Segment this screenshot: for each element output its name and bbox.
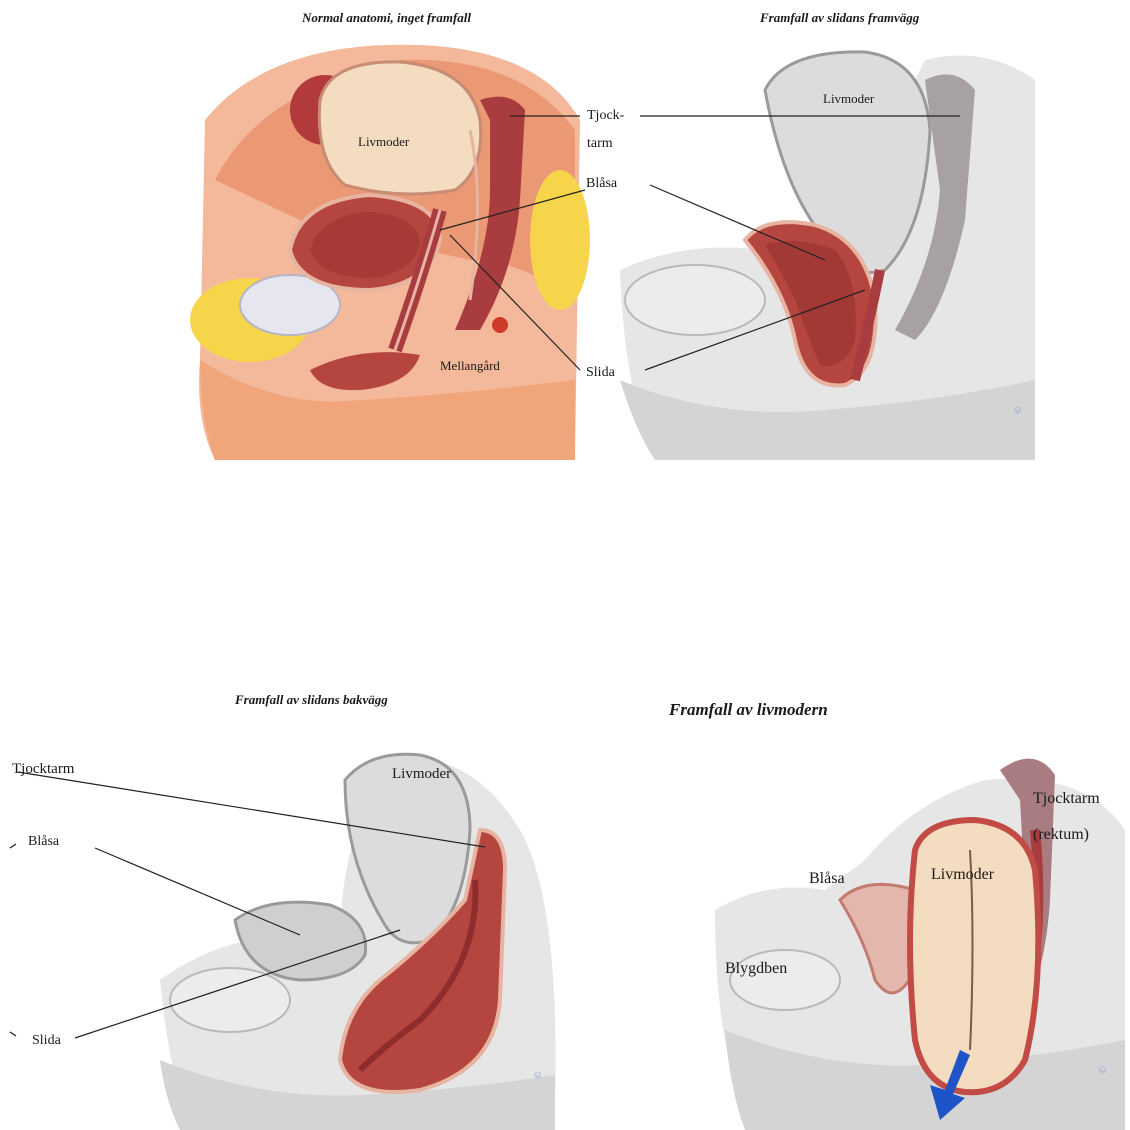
panel-normal-anatomy: Normal anatomi, inget framfall Livmoder <box>0 0 565 470</box>
panel-anterior-wall-prolapse: Framfall av slidans framvägg © Livmoder <box>565 0 1130 470</box>
label-bladder: Blåsa <box>28 833 59 851</box>
label-colon-line2: (rektum) <box>1033 826 1089 844</box>
label-uterus: Livmoder <box>392 765 451 783</box>
label-pubic-bone: Blygdben <box>725 960 787 978</box>
panel-posterior-wall-prolapse: Framfall av slidans bakvägg © Tjocktarm … <box>0 680 565 1130</box>
posterior-prolapse-illustration: © <box>0 680 565 1130</box>
svg-text:©: © <box>1013 405 1024 416</box>
label-uterus: Livmoder <box>358 133 409 151</box>
label-uterus: Livmoder <box>823 90 874 108</box>
label-perineum: Mellangård <box>440 357 500 375</box>
anterior-prolapse-illustration: © <box>565 0 1130 470</box>
svg-text:©: © <box>533 1070 544 1081</box>
uterine-prolapse-illustration: © <box>565 680 1130 1130</box>
panel-uterine-prolapse: Framfall av livmodern © Tjocktarm (rektu… <box>565 680 1130 1130</box>
label-colon: Tjocktarm <box>12 760 74 778</box>
label-vagina: Slida <box>32 1032 61 1050</box>
label-uterus: Livmoder <box>931 866 994 884</box>
normal-anatomy-illustration <box>0 0 565 470</box>
svg-text:©: © <box>1098 1065 1109 1076</box>
label-bladder: Blåsa <box>809 870 845 888</box>
label-colon-line1: Tjocktarm <box>1033 790 1100 808</box>
